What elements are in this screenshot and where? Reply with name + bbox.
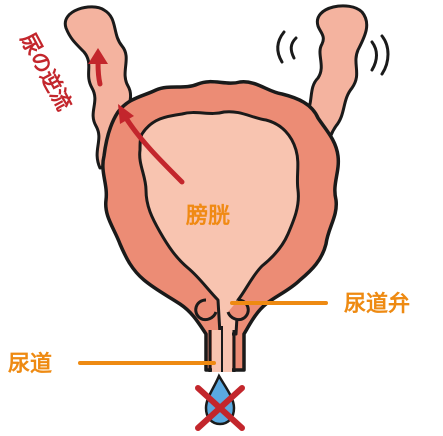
bladder-label: 膀胱 — [186, 203, 230, 229]
motion-line-right — [372, 42, 377, 70]
reflux-label: 尿の逆流 — [16, 29, 77, 114]
urethra-label: 尿道 — [8, 351, 52, 377]
motion-line-left — [278, 32, 284, 62]
sphincter-label: 尿道弁 — [344, 291, 410, 317]
motion-line-left-2 — [291, 38, 296, 58]
motion-line-right-2 — [382, 36, 388, 74]
